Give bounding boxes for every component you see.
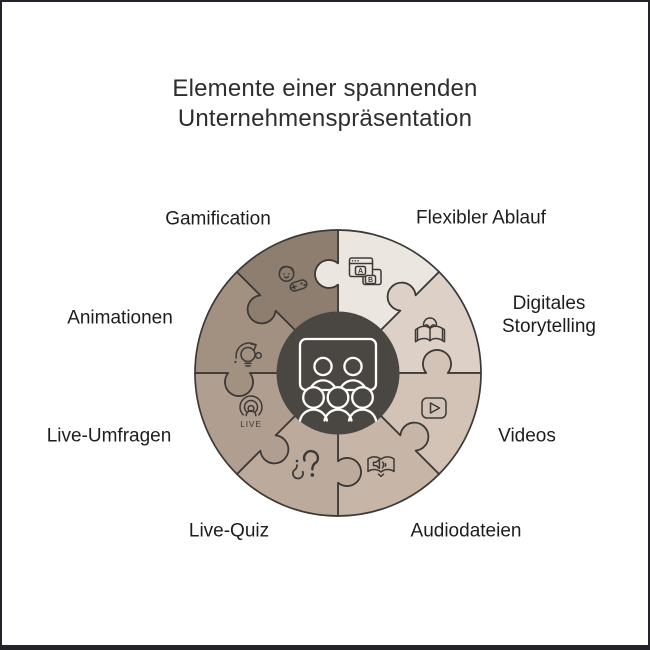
ab-windows-icon: A B — [348, 257, 382, 286]
label-gamification: Gamification — [165, 208, 271, 230]
label-flexibler-ablauf: Flexibler Ablauf — [416, 207, 546, 229]
page-title-line2: Unternehmenspräsentation — [177, 105, 473, 132]
audiobook-speaker-icon — [367, 456, 395, 478]
label-audiodateien: Audiodateien — [410, 520, 522, 542]
page-title-line1: Elemente einer spannenden — [172, 75, 478, 102]
label-animationen: Animationen — [67, 307, 173, 329]
label-digitales-storytelling: Digitales Storytelling — [502, 293, 596, 337]
idea-rotation-icon — [234, 342, 263, 367]
player-gamepad-icon — [278, 265, 308, 292]
live-broadcast-icon: LIVE — [239, 395, 263, 429]
label-live-umfragen: Live-Umfragen — [46, 425, 172, 447]
question-marks-icon — [292, 449, 320, 480]
presentation-audience-icon — [298, 337, 378, 422]
page-title: Elemente einer spannenden Unternehmenspr… — [2, 74, 648, 134]
center-circle — [276, 311, 400, 435]
label-videos: Videos — [498, 425, 556, 447]
label-live-quiz: Live-Quiz — [188, 520, 270, 542]
svg-text:B: B — [368, 277, 373, 284]
live-icon-text: LIVE — [240, 419, 262, 429]
reading-person-icon — [414, 317, 446, 343]
video-play-icon — [421, 397, 447, 419]
svg-text:A: A — [358, 268, 363, 275]
